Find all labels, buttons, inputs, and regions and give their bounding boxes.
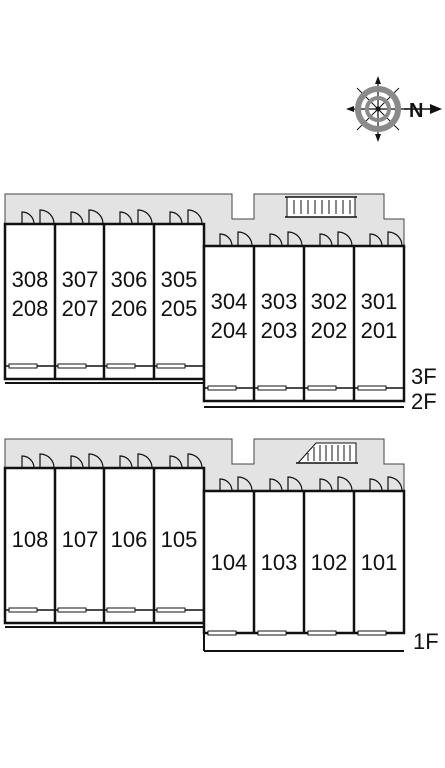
unit-label: 204 bbox=[211, 318, 248, 343]
unit-label: 301 bbox=[361, 289, 398, 314]
unit-label: 305 bbox=[161, 267, 198, 292]
unit-label: 203 bbox=[261, 318, 298, 343]
unit-label: 104 bbox=[211, 550, 248, 575]
unit-label: 105 bbox=[161, 527, 198, 552]
compass-rose-icon bbox=[346, 76, 408, 142]
unit-label: 106 bbox=[111, 527, 148, 552]
unit-label: 207 bbox=[62, 296, 99, 321]
door-icon bbox=[21, 453, 403, 492]
unit-label: 307 bbox=[62, 267, 99, 292]
unit-label: 202 bbox=[311, 318, 348, 343]
upper-block: 308 208 307 207 306 206 305 205 304 204 … bbox=[3, 193, 437, 414]
unit-label: 206 bbox=[111, 296, 148, 321]
floor-label-1f: 1F bbox=[413, 629, 439, 654]
floor-label-3f: 3F bbox=[411, 364, 437, 389]
north-label: N bbox=[409, 100, 423, 122]
unit-label: 306 bbox=[111, 267, 148, 292]
unit-label: 108 bbox=[12, 527, 49, 552]
floor-label-2f: 2F bbox=[411, 389, 437, 414]
unit-label: 107 bbox=[62, 527, 99, 552]
unit-label: 302 bbox=[311, 289, 348, 314]
unit-label: 205 bbox=[161, 296, 198, 321]
unit-label: 101 bbox=[361, 550, 398, 575]
north-arrow-icon: N bbox=[404, 100, 442, 122]
lower-block: 108 107 106 105 104 103 102 101 1F bbox=[3, 438, 439, 654]
unit-label: 102 bbox=[311, 550, 348, 575]
unit-label: 103 bbox=[261, 550, 298, 575]
unit-label: 208 bbox=[12, 296, 49, 321]
unit-label: 304 bbox=[211, 289, 248, 314]
staircase-icon bbox=[285, 196, 357, 218]
unit-label: 303 bbox=[261, 289, 298, 314]
staircase-icon bbox=[296, 442, 358, 464]
unit-label: 308 bbox=[12, 267, 49, 292]
unit-label: 201 bbox=[361, 318, 398, 343]
door-icon bbox=[21, 209, 403, 247]
